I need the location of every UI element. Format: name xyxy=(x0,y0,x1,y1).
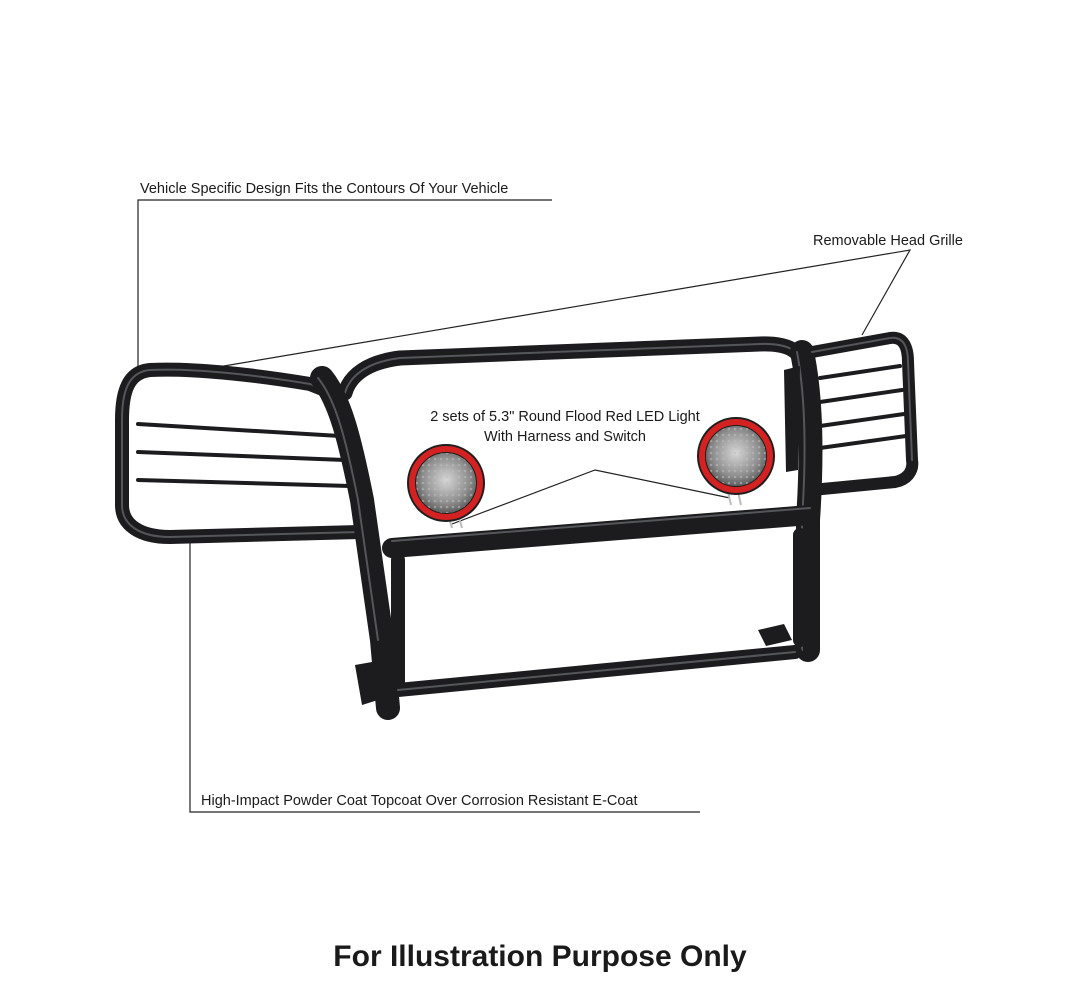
right-wing xyxy=(806,331,919,496)
led-light-left xyxy=(407,444,485,529)
callout-led-light: 2 sets of 5.3" Round Flood Red LED Light… xyxy=(370,407,760,447)
leader-lines xyxy=(137,199,912,813)
leader-removable-grille xyxy=(211,249,912,369)
illustration-disclaimer: For Illustration Purpose Only xyxy=(333,940,747,973)
led-light-right xyxy=(697,417,775,506)
mounting-brackets xyxy=(355,366,800,705)
callout-removable-grille: Removable Head Grille xyxy=(813,233,963,249)
leader-vehicle-specific xyxy=(137,199,552,368)
grille-guard-illustration xyxy=(115,331,919,720)
callout-vehicle-specific: Vehicle Specific Design Fits the Contour… xyxy=(140,181,509,197)
callout-led-light-line1: 2 sets of 5.3" Round Flood Red LED Light xyxy=(430,409,700,425)
leader-led-light xyxy=(451,469,731,525)
left-upright xyxy=(310,366,400,720)
light-bar xyxy=(382,505,820,558)
top-hoop xyxy=(337,336,813,401)
leader-powder-coat xyxy=(189,540,700,813)
lower-hoop xyxy=(391,528,807,697)
callout-powder-coat: High-Impact Powder Coat Topcoat Over Cor… xyxy=(201,793,638,809)
left-wing xyxy=(115,362,367,544)
round-led-light-icon xyxy=(407,417,775,529)
callout-led-light-line2: With Harness and Switch xyxy=(484,429,646,445)
